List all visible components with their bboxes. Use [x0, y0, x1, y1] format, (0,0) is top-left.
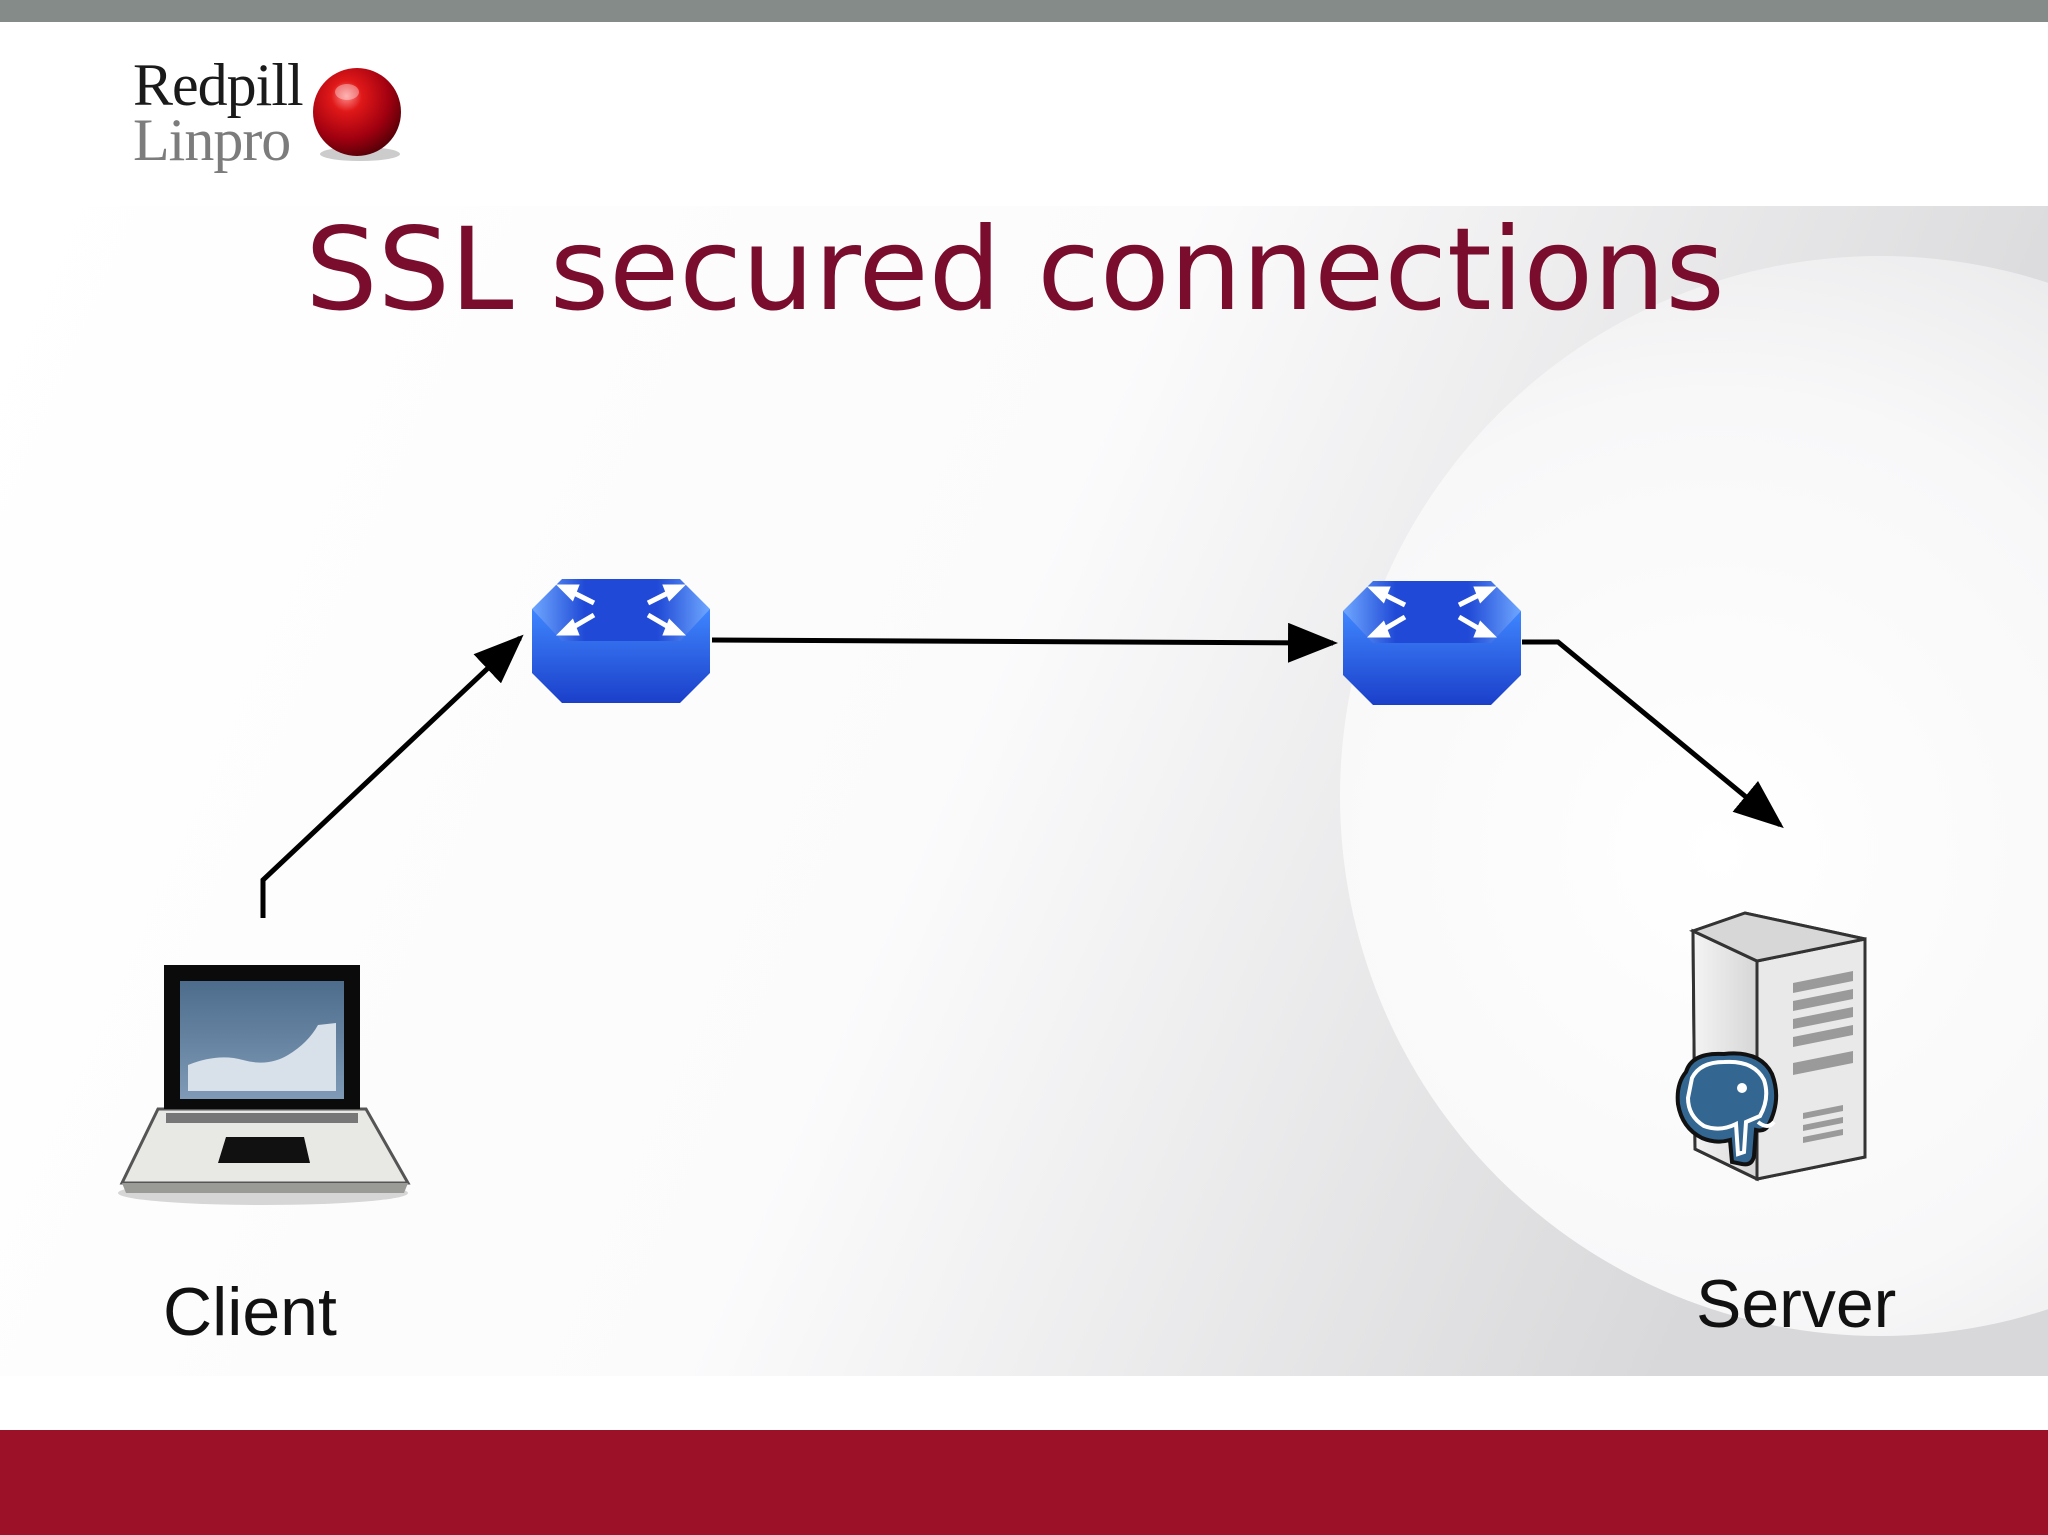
- edge-router-2-to-server: [1522, 639, 1784, 829]
- edge-client-to-router-1: [260, 634, 524, 918]
- slide-title: SSL secured connections: [305, 203, 1725, 336]
- top-bar: [0, 0, 2048, 22]
- company-logo-text: Redpill Linpro: [133, 52, 304, 173]
- logo-line-2: Linpro: [133, 107, 291, 173]
- edge-router-1-to-router-2: [711, 622, 1338, 663]
- server-label: Server: [1696, 1266, 1897, 1342]
- router-icon: [1343, 581, 1521, 705]
- bottom-bar: [0, 1430, 2048, 1535]
- logo-line-1: Redpill: [133, 52, 304, 118]
- router-icon: [532, 579, 710, 703]
- red-pill-logo-icon: [313, 68, 401, 161]
- laptop-icon: [118, 965, 411, 1205]
- postgresql-elephant-icon: [1675, 1051, 1779, 1167]
- client-label: Client: [163, 1274, 337, 1350]
